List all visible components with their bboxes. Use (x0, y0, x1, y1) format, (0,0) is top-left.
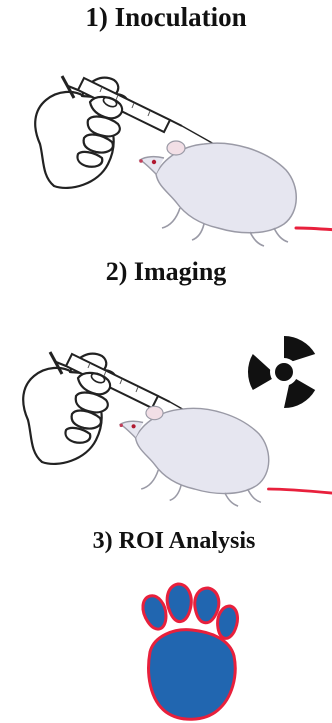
rat-icon (120, 406, 332, 506)
rat-icon (139, 141, 332, 246)
paw-roi-icon (143, 584, 238, 719)
radiation-symbol-icon (237, 336, 320, 417)
